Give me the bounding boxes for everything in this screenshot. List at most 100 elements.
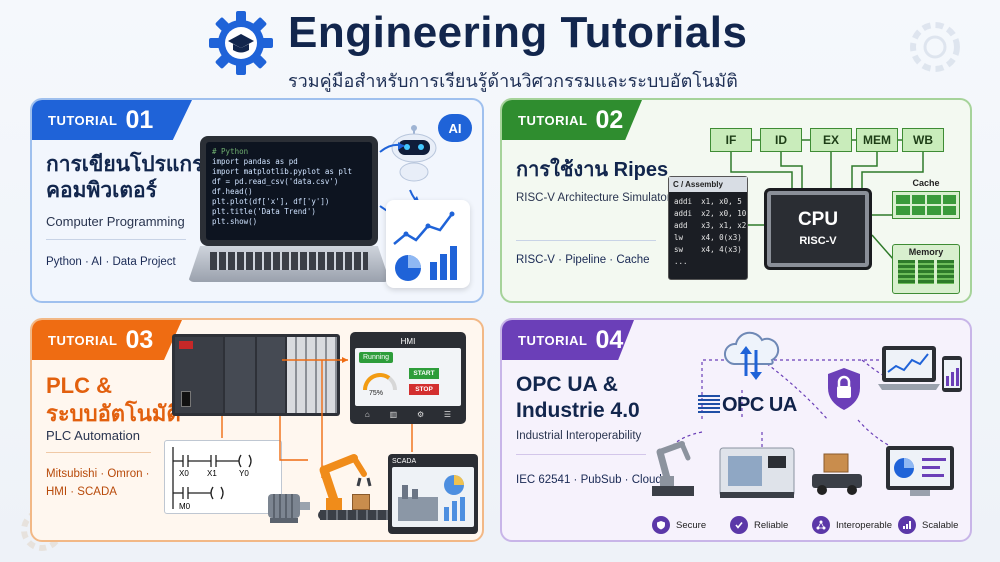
tutorial-card-01[interactable]: TUTORIAL 01 การเขียนโปรแกรม คอมพิวเตอร์ …	[30, 98, 484, 303]
card-english-title: RISC-V Architecture Simulator	[516, 192, 671, 204]
cpu-chip: CPU RISC-V	[764, 188, 872, 270]
card-title: การใช้งาน Ripes	[516, 159, 669, 181]
laptop-illustration: # Python import pandas as pd import matp…	[188, 136, 390, 286]
bar-chart-icon	[898, 516, 916, 534]
card-title-line2: Industrie 4.0	[516, 399, 640, 423]
opc-ua-logo: OPC UA	[698, 392, 806, 418]
tutorial-tag: TUTORIAL 02	[502, 100, 642, 140]
home-icon: ⌂	[364, 410, 370, 419]
divider	[516, 240, 656, 241]
opc-ua-logo-text: OPC UA	[722, 393, 797, 416]
tag-number: 02	[595, 105, 624, 134]
tutorial-card-02[interactable]: TUTORIAL 02 การใช้งาน Ripes RISC-V Archi…	[500, 98, 972, 303]
chart-icon: ▥	[389, 410, 398, 419]
tag-number: 01	[125, 105, 154, 134]
tutorial-card-03[interactable]: TUTORIAL 03 PLC & ระบบอัตโนมัติ PLC Auto…	[30, 318, 484, 542]
card-title-line1: การเขียนโปรแกรม	[46, 153, 218, 176]
feature-secure: Secure	[652, 516, 706, 534]
chart-illustration	[386, 200, 470, 288]
cnc-machine-icon	[719, 447, 795, 498]
ladder-logic-icon	[172, 447, 252, 509]
tutorial-tag: TUTORIAL 04	[502, 320, 634, 360]
card-tags-line1: Mitsubishi · Omron ·	[46, 468, 150, 480]
hmi-start-button[interactable]: START	[409, 368, 439, 379]
asm-line: add x3, x1, x2	[674, 221, 747, 230]
graduation-gear-logo-icon	[209, 11, 273, 75]
hmi-label: HMI	[400, 337, 416, 346]
monitor-dashboard-icon	[886, 446, 954, 496]
code-line: import matplotlib.pyplot as plt	[212, 167, 352, 176]
laptop-screen: # Python import pandas as pd import matp…	[200, 136, 378, 246]
cache-block: Cache	[892, 178, 960, 226]
scada-label: SCADA	[392, 458, 417, 465]
card-english-title: Computer Programming	[46, 214, 185, 229]
network-icon	[812, 516, 830, 534]
dashboard-devices-icon	[878, 346, 962, 392]
card-title-line1: PLC &	[46, 373, 112, 398]
memory-block: Memory	[892, 244, 960, 294]
tag-label: TUTORIAL	[518, 332, 588, 348]
signal-wires	[221, 357, 413, 478]
memory-label: Memory	[908, 247, 944, 257]
agv-cart-icon	[812, 453, 862, 495]
trend-chart-icon	[393, 211, 457, 281]
ladder-diagram: X0 X1 Y0 M0	[164, 440, 282, 514]
feature-reliable: Reliable	[730, 516, 788, 534]
tag-label: TUTORIAL	[48, 112, 118, 128]
cpu-sub-label: RISC-V	[799, 235, 837, 247]
robot-icon	[391, 125, 437, 182]
divider	[46, 239, 186, 240]
page-subtitle: รวมคู่มือสำหรับการเรียนรู้ด้านวิศวกรรมแล…	[288, 71, 738, 91]
feature-label: Reliable	[754, 519, 789, 531]
card-tags: Python · AI · Data Project	[46, 256, 176, 268]
tag-number: 03	[125, 325, 154, 354]
robot-arm-icon	[652, 441, 694, 496]
card-title-line1: OPC UA &	[516, 373, 618, 396]
hmi-running-status: Running	[359, 352, 394, 363]
card-tags-line2: HMI · SCADA	[46, 486, 117, 498]
tag-label: TUTORIAL	[518, 112, 588, 128]
ai-badge: AI	[438, 114, 472, 142]
divider	[46, 452, 151, 453]
tag-number: 04	[595, 325, 624, 354]
laptop-keyboard	[188, 246, 390, 282]
feature-label: Secure	[676, 519, 707, 531]
asm-line: addi x1, x0, 5	[674, 197, 742, 206]
settings-icon: ☰	[443, 410, 452, 419]
divider	[516, 454, 646, 455]
tag-label: TUTORIAL	[48, 332, 118, 348]
cloud-icon	[724, 331, 780, 380]
ladder-x0: X0	[179, 469, 189, 478]
code-line: df.head()	[212, 187, 253, 196]
card-tags: RISC-V · Pipeline · Cache	[516, 254, 650, 266]
hmi-stop-button[interactable]: STOP	[409, 384, 439, 395]
page-title: Engineering Tutorials	[288, 8, 748, 57]
ladder-x1: X1	[207, 469, 217, 478]
check-shield-icon	[730, 516, 748, 534]
card-title-line2: คอมพิวเตอร์	[46, 179, 157, 203]
code-line: df = pd.read_csv('data.csv')	[212, 177, 339, 186]
cache-label: Cache	[912, 178, 940, 188]
card-tags: IEC 62541 · PubSub · Cloud	[516, 474, 662, 486]
pipeline-stage-ex: EX	[810, 128, 852, 152]
plc-rack	[172, 334, 340, 416]
feature-scalable: Scalable	[898, 516, 958, 534]
asm-line: ...	[674, 257, 688, 266]
code-line: # Python	[212, 147, 249, 156]
code-line: plt.show()	[212, 217, 258, 226]
motor-icon	[268, 494, 310, 523]
hmi-percent: 75%	[369, 390, 384, 397]
hmi-gauge-icon	[363, 373, 397, 391]
asm-line: sw x4, 4(x3)	[674, 245, 742, 254]
code-line: plt.title('Data Trend')	[212, 207, 316, 216]
gear-icon: ⚙	[416, 410, 425, 419]
pipeline-stage-if: IF	[710, 128, 752, 152]
tutorial-tag: TUTORIAL 01	[32, 100, 192, 140]
tutorial-card-04[interactable]: TUTORIAL 04 OPC UA & Industrie 4.0 Indus…	[500, 318, 972, 542]
cpu-label: CPU	[797, 209, 839, 230]
card-english-title: Industrial Interoperability	[516, 430, 642, 442]
card-title: การเขียนโปรแกรม คอมพิวเตอร์	[46, 152, 217, 205]
hmi-nav-icons: ⌂ ▥ ⚙ ☰	[355, 410, 461, 419]
factory-icon	[398, 475, 465, 521]
hmi-panel: HMI Running 75% START STOP ⌂ ▥ ⚙ ☰	[350, 332, 466, 424]
